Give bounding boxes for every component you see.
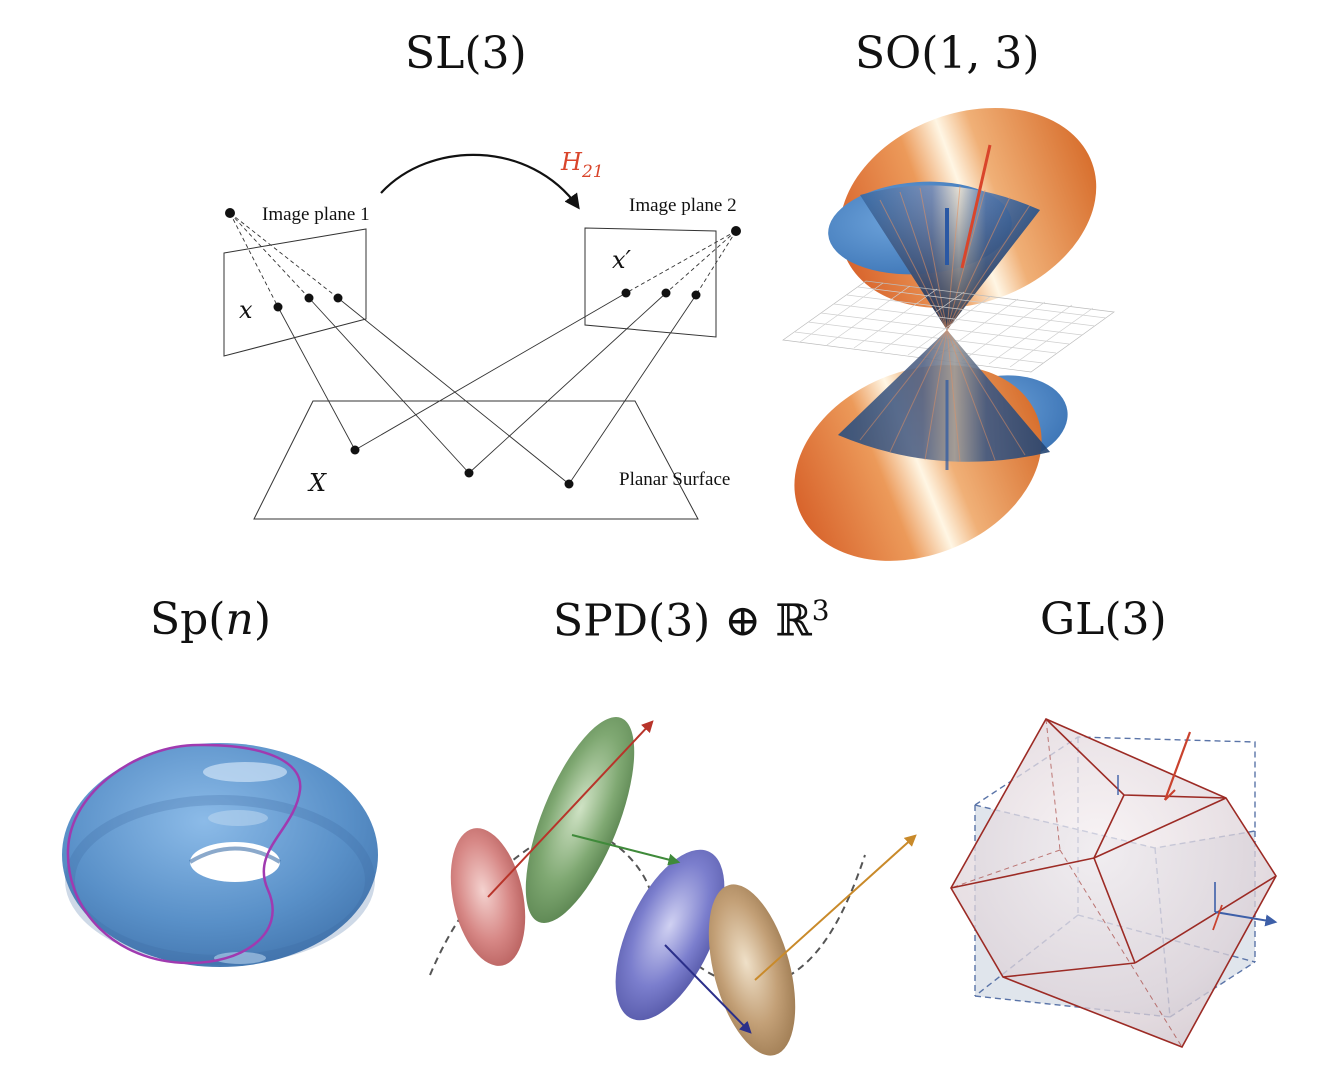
title-sl3-text: SL(3) [405, 28, 527, 79]
axis-red-up [1163, 731, 1192, 801]
axis-blue-right [1214, 911, 1278, 927]
spatial-grid [782, 280, 1115, 373]
title-spd-exp: 3 [811, 594, 830, 627]
label-H-sub: 21 [581, 162, 604, 182]
vector-navy [664, 944, 752, 1034]
label-H: H21 [560, 148, 604, 182]
red-cube-hidden-edges [950, 718, 1183, 1048]
title-spn: Sp(n) [150, 594, 271, 645]
image-plane-1 [223, 228, 367, 357]
lower-cone [838, 330, 1050, 462]
boost-ray-upper [960, 144, 992, 269]
upper-cone-shade [860, 185, 1040, 330]
title-spd-prefix: SPD(3) ⊕ [553, 595, 776, 647]
spd-ellipsoids [429, 717, 917, 1056]
vector-orange [754, 834, 917, 981]
torus-hole-rim [188, 846, 282, 864]
vector-green [571, 834, 681, 866]
title-so13-text: SO(1, 3) [855, 28, 1040, 79]
ellipsoid-green [525, 717, 635, 923]
torus-curve [66, 743, 302, 965]
title-so13: SO(1, 3) [855, 28, 1040, 79]
image-plane-2 [584, 227, 717, 338]
spn-torus [62, 743, 378, 967]
lower-cone-lines [859, 329, 1026, 463]
sl3-diagram: Image plane 1 Image plane 2 Planar Surfa… [223, 148, 741, 520]
title-gl3-text: GL(3) [1040, 594, 1167, 645]
axis-red-lower [1212, 904, 1223, 931]
label-x: x [239, 296, 253, 324]
label-image-plane-2: Image plane 2 [629, 195, 737, 216]
correspondence-points [225, 208, 741, 489]
homography-arrow [380, 153, 580, 210]
title-gl3: GL(3) [1040, 594, 1167, 645]
lower-cone-shade [838, 330, 1050, 462]
so13-lightcone [782, 107, 1115, 561]
vector-red [487, 720, 654, 898]
title-spn-suffix: ) [253, 594, 271, 645]
camera-2-rays [354, 230, 737, 485]
title-spn-var: n [225, 594, 254, 645]
red-cube-edges [950, 717, 1277, 1049]
label-image-plane-1: Image plane 1 [262, 204, 370, 225]
torus-highlight-inner [208, 810, 268, 826]
torus-highlight-bottom [214, 952, 266, 964]
ellipsoid-blue [615, 849, 725, 1021]
title-spd: SPD(3) ⊕ ℝ3 [553, 594, 830, 647]
label-H-main: H [560, 148, 583, 176]
title-spn-prefix: Sp( [150, 594, 226, 645]
title-sl3: SL(3) [405, 28, 527, 79]
label-planar-surface: Planar Surface [619, 469, 730, 490]
title-spd-field: ℝ [775, 595, 812, 647]
label-X: X [307, 469, 327, 497]
red-cube-fill [951, 719, 1276, 1047]
upper-cone-lines [879, 185, 1031, 331]
gl3-cube [950, 717, 1278, 1049]
label-x-prime: x′ [612, 246, 632, 274]
axis-red-small [1164, 789, 1176, 801]
camera-1-rays [229, 212, 570, 485]
planar-surface [253, 400, 699, 520]
torus-highlight-top [203, 762, 287, 782]
